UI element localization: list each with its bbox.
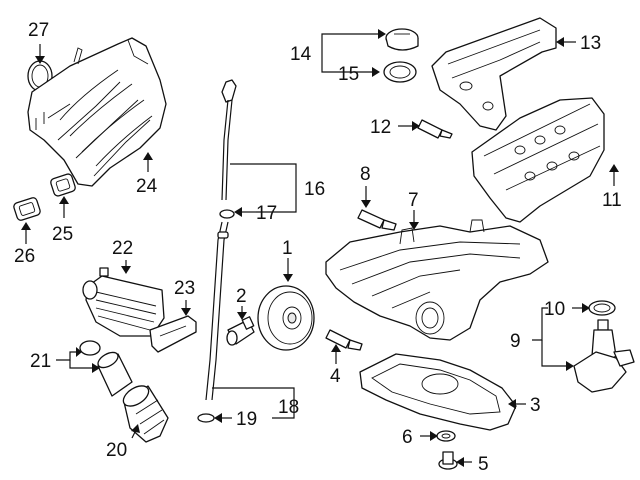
callout-20: 20: [106, 440, 127, 461]
part-17-o-ring[interactable]: [219, 209, 235, 219]
part-14-oil-filler-cap[interactable]: [385, 28, 419, 51]
callout-24: 24: [136, 176, 158, 197]
part-12-sealant[interactable]: [417, 119, 453, 139]
callout-7: 7: [408, 190, 419, 211]
part-26-gasket[interactable]: [13, 197, 41, 222]
part-8-sealant[interactable]: [357, 209, 397, 231]
part-13-engine-cover[interactable]: [431, 17, 557, 131]
part-16-dipstick[interactable]: [221, 79, 237, 201]
part-4-sealant[interactable]: [325, 329, 363, 351]
callout-6: 6: [402, 427, 413, 448]
callout-14: 14: [290, 44, 312, 65]
part-21-o-ring[interactable]: [79, 340, 101, 356]
part-15-seal[interactable]: [383, 61, 417, 83]
part-11-valve-cover[interactable]: [471, 97, 605, 223]
callout-10: 10: [544, 299, 565, 320]
callout-21: 21: [30, 351, 51, 372]
callout-25: 25: [52, 224, 73, 245]
callout-27: 27: [28, 20, 49, 41]
callout-5: 5: [478, 454, 489, 475]
part-3-lower-oil-pan[interactable]: [359, 353, 517, 431]
part-2-sensor[interactable]: [226, 316, 255, 346]
callout-13: 13: [580, 33, 601, 54]
callout-1: 1: [282, 238, 293, 259]
callout-9: 9: [510, 331, 521, 352]
callout-3: 3: [530, 395, 541, 416]
callout-19: 19: [236, 409, 257, 430]
part-21-filter-element[interactable]: [95, 349, 133, 397]
part-9-oil-level-sensor[interactable]: [573, 319, 635, 393]
callout-4: 4: [330, 366, 341, 387]
callout-8: 8: [360, 164, 371, 185]
callout-2: 2: [236, 286, 247, 307]
callout-23: 23: [174, 278, 195, 299]
part-25-gasket[interactable]: [50, 173, 76, 197]
callout-16: 16: [304, 179, 325, 200]
part-10-o-ring[interactable]: [588, 300, 616, 316]
callout-11: 11: [602, 190, 622, 211]
part-1-pulley[interactable]: [257, 285, 315, 351]
part-18-dipstick-tube[interactable]: [205, 221, 229, 401]
callout-18: 18: [278, 397, 299, 418]
part-20-oil-filter-housing[interactable]: [120, 382, 169, 443]
callout-15: 15: [338, 64, 359, 85]
callout-22: 22: [112, 238, 133, 259]
part-22-oil-cooler[interactable]: [82, 267, 165, 337]
part-5-drain-plug[interactable]: [438, 451, 458, 470]
part-7-upper-oil-pan[interactable]: [325, 219, 549, 341]
callout-26: 26: [14, 246, 35, 267]
callout-12: 12: [370, 117, 391, 138]
part-23-bracket[interactable]: [149, 315, 197, 353]
callout-17: 17: [256, 203, 277, 224]
part-19-o-ring[interactable]: [197, 413, 215, 423]
part-24-intake-manifold[interactable]: [27, 37, 167, 187]
part-6-washer[interactable]: [436, 430, 456, 442]
